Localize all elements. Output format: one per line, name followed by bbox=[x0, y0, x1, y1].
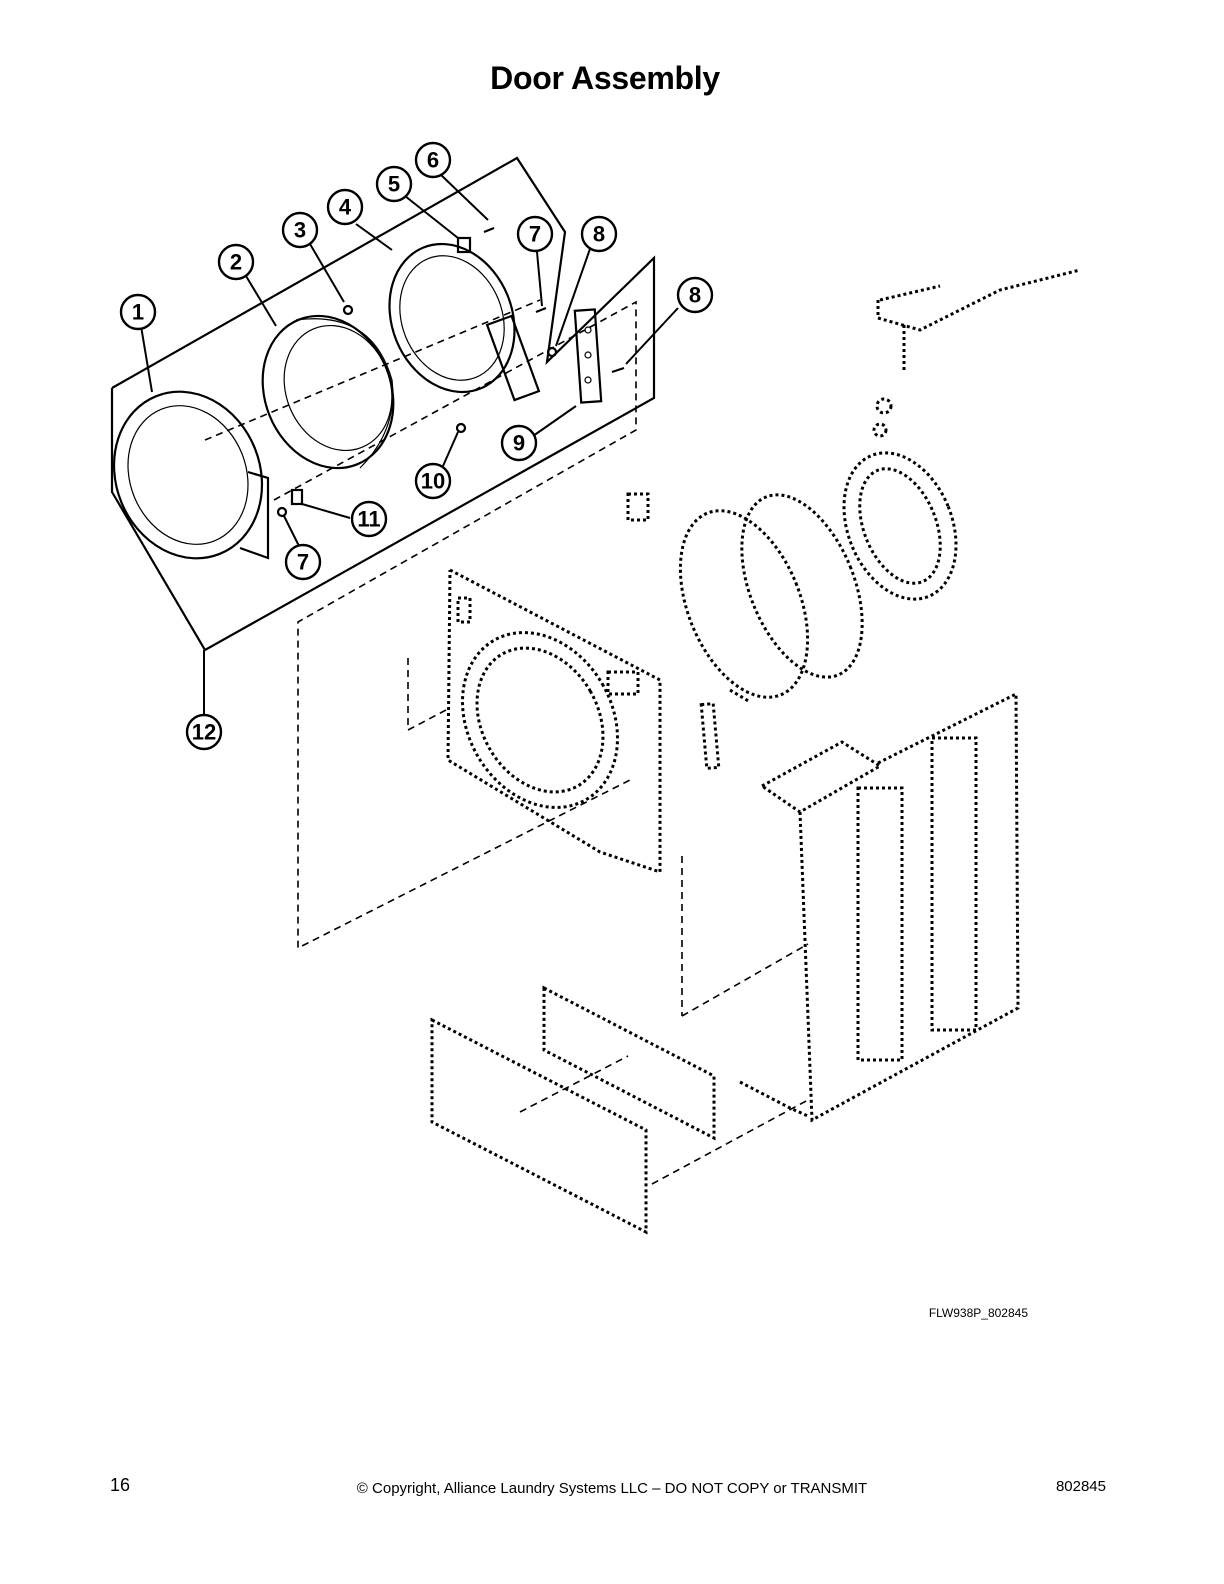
door-seal-phantom bbox=[678, 451, 958, 699]
door-glass bbox=[261, 314, 395, 470]
page-number: 16 bbox=[110, 1475, 131, 1495]
lower-panel-phantom bbox=[430, 856, 809, 1235]
callout-10: 10 bbox=[414, 462, 452, 500]
small-hardware bbox=[276, 226, 625, 518]
callout-label: 10 bbox=[421, 469, 445, 494]
callout-5: 5 bbox=[375, 165, 413, 203]
callout-1: 1 bbox=[119, 293, 157, 331]
callout-8-upper: 8 bbox=[580, 215, 618, 253]
callout-label: 7 bbox=[297, 550, 309, 575]
hose-phantom bbox=[872, 268, 1081, 438]
callout-label: 5 bbox=[388, 172, 400, 197]
drawing-code: FLW938P_802845 bbox=[928, 1306, 1028, 1320]
callout-label: 11 bbox=[357, 507, 380, 532]
callout-label: 4 bbox=[339, 195, 352, 220]
callout-12: 12 bbox=[185, 713, 223, 751]
alignment-lines bbox=[204, 299, 637, 950]
callout-label: 12 bbox=[192, 720, 216, 745]
page-title: Door Assembly bbox=[490, 60, 720, 96]
callout-label: 6 bbox=[427, 148, 439, 173]
document-number: 802845 bbox=[1055, 1478, 1106, 1495]
callout-label: 3 bbox=[294, 218, 306, 243]
callout-7-upper: 7 bbox=[516, 215, 554, 253]
callout-6: 6 bbox=[414, 141, 452, 179]
callout-2: 2 bbox=[217, 243, 255, 281]
outer-door-ring bbox=[112, 390, 270, 560]
front-panel-phantom bbox=[446, 568, 662, 875]
leader-lines bbox=[140, 173, 679, 716]
callout-7-lower: 7 bbox=[284, 543, 322, 581]
cabinet-phantom bbox=[739, 691, 1020, 1123]
callout-4: 4 bbox=[326, 188, 364, 226]
door-assembly-outline bbox=[110, 156, 656, 652]
callout-label: 8 bbox=[689, 283, 701, 308]
copyright-notice: © Copyright, Alliance Laundry Systems LL… bbox=[356, 1480, 868, 1497]
callout-label: 8 bbox=[593, 222, 605, 247]
callout-label: 2 bbox=[230, 250, 242, 275]
callout-label: 7 bbox=[529, 222, 541, 247]
latch-phantom bbox=[407, 492, 751, 771]
callout-9: 9 bbox=[500, 424, 538, 462]
callout-label: 9 bbox=[513, 431, 525, 456]
callout-3: 3 bbox=[281, 211, 319, 249]
callout-8-right: 8 bbox=[676, 276, 714, 314]
inner-door-ring bbox=[388, 242, 541, 402]
callout-label: 1 bbox=[132, 300, 144, 325]
callout-11: 11 bbox=[350, 500, 388, 538]
